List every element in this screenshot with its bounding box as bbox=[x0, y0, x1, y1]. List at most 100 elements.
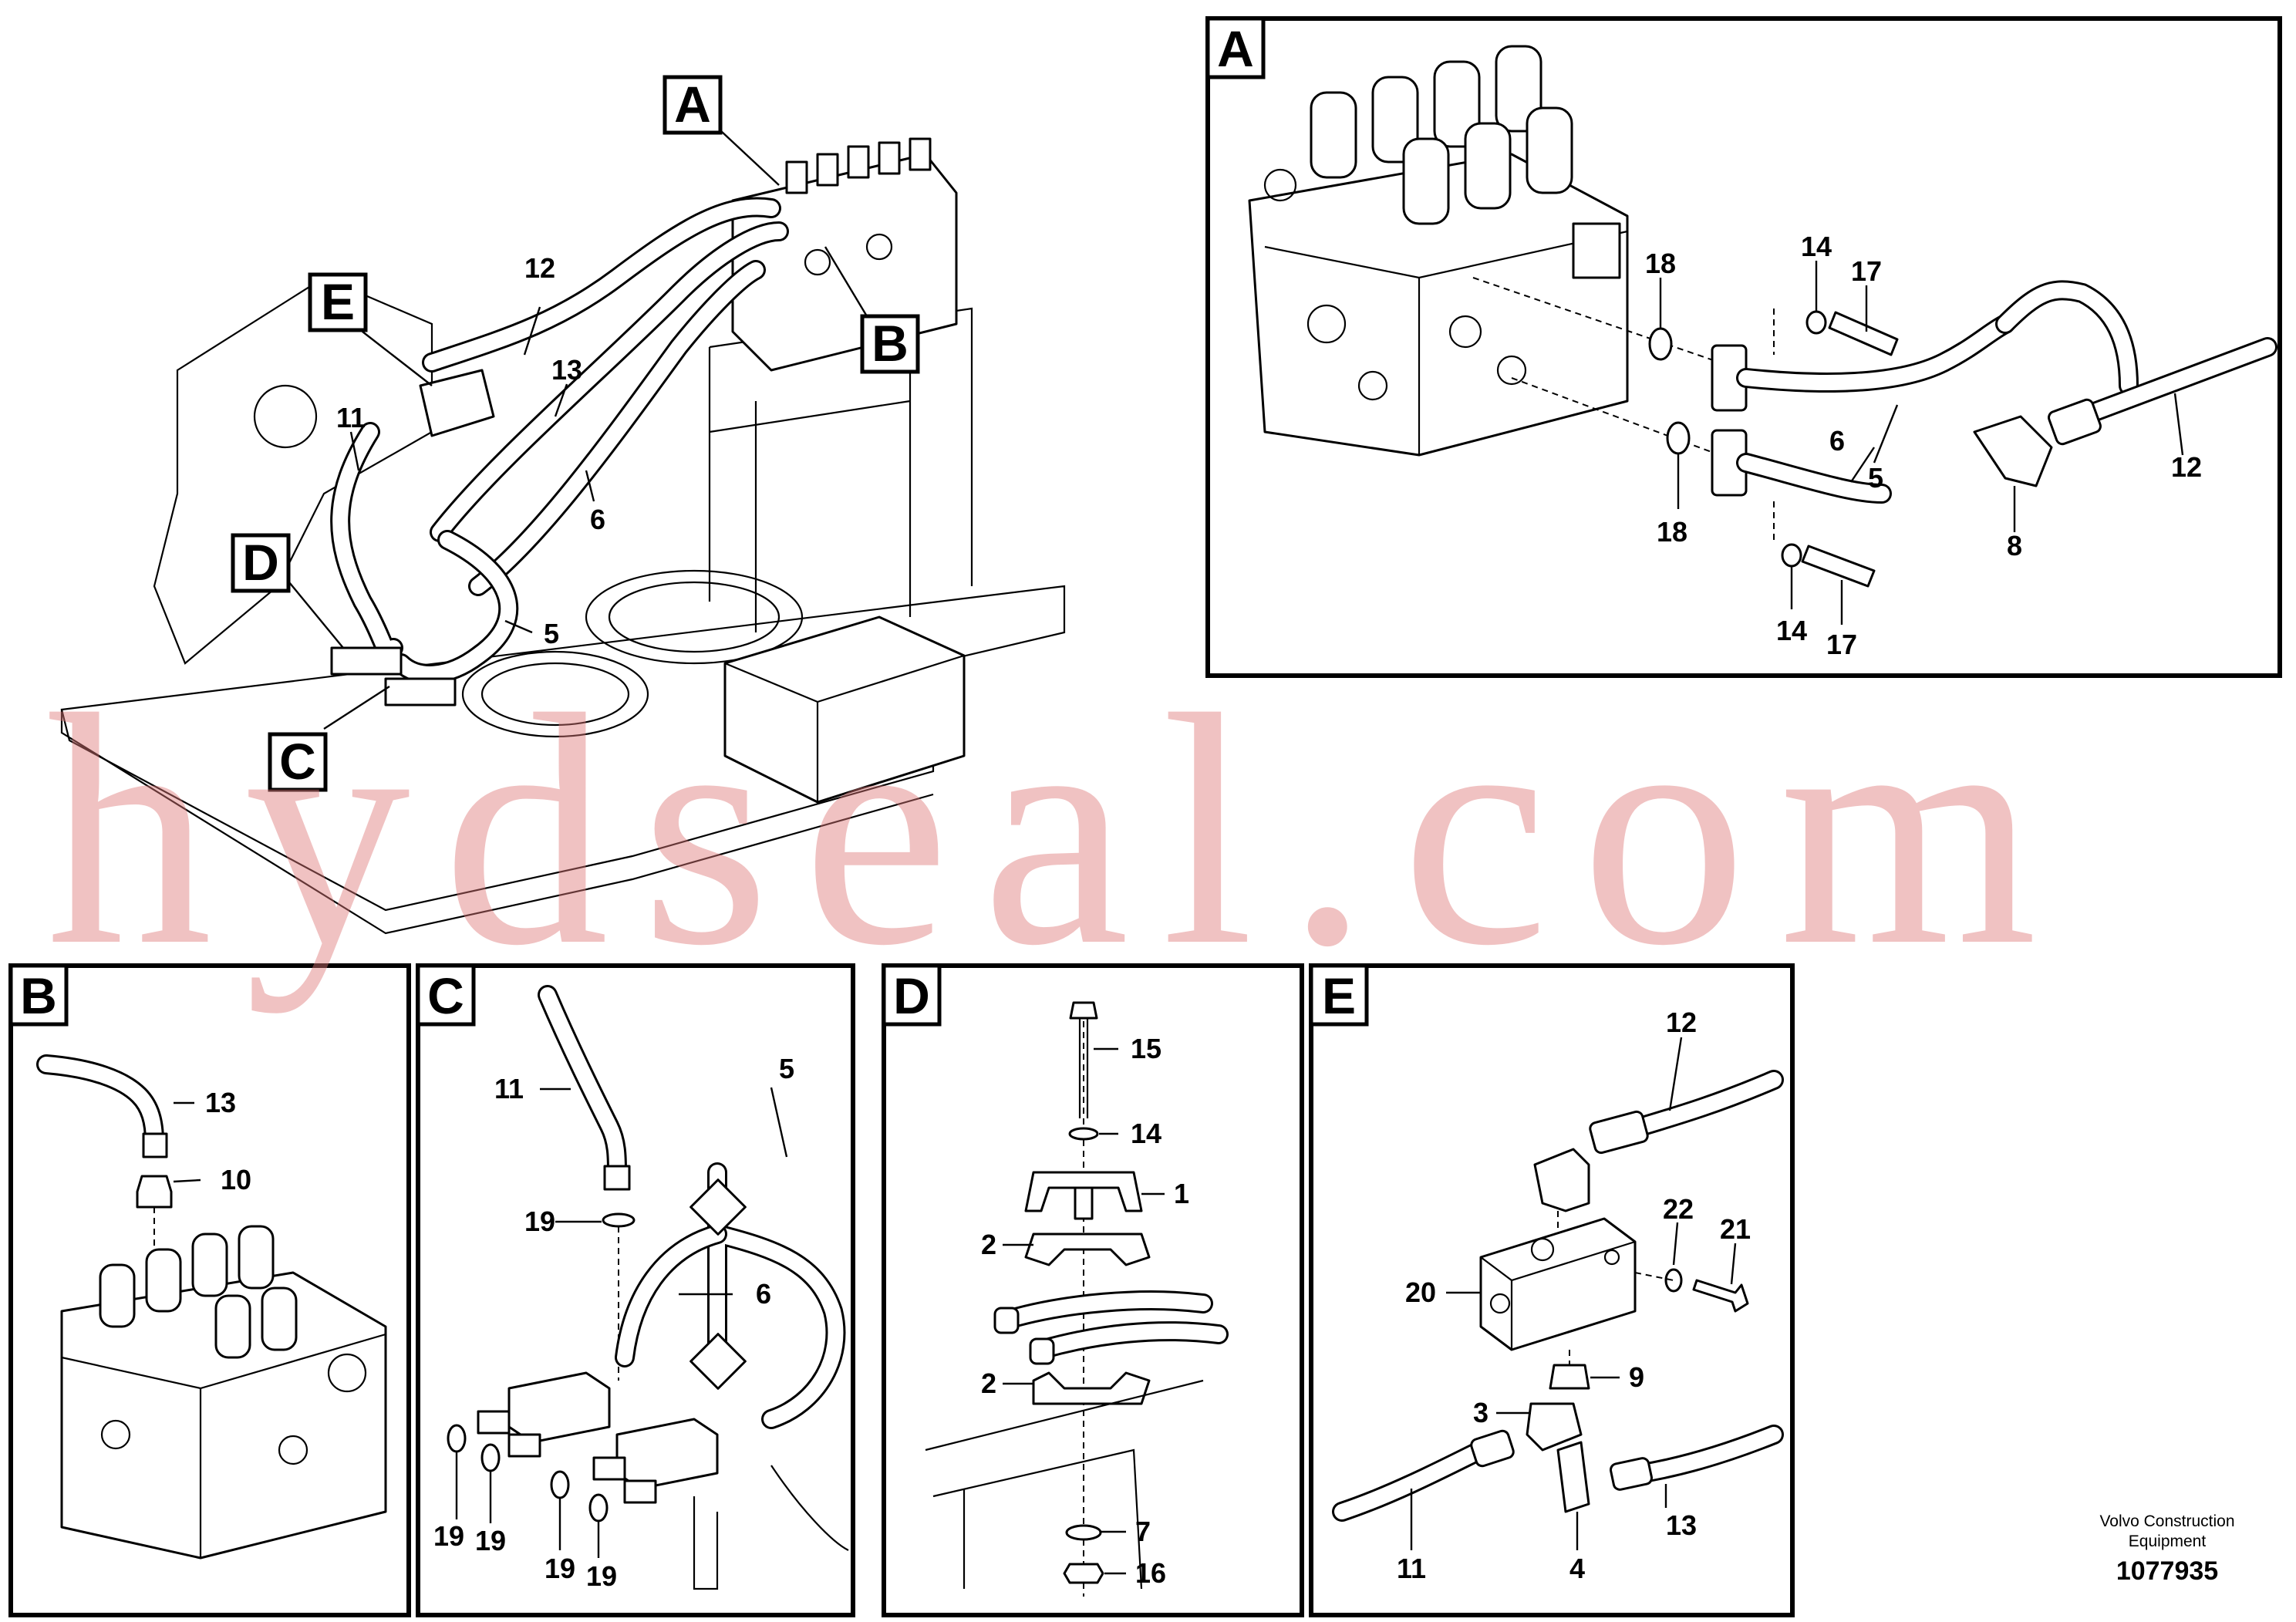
d-label-15: 15 bbox=[1131, 1033, 1161, 1064]
label-6: 6 bbox=[590, 504, 605, 535]
boom-mount-plate bbox=[153, 276, 433, 665]
leader-e-22 bbox=[1672, 1222, 1679, 1266]
detail-a: A bbox=[1205, 16, 2282, 678]
a-label-18-lower: 18 bbox=[1657, 516, 1687, 548]
d-nut-16 bbox=[1063, 1563, 1104, 1584]
detail-c: C 11 5 19 6 bbox=[416, 963, 855, 1617]
control-valve-b bbox=[60, 1225, 387, 1560]
e-bolt-21 bbox=[1692, 1279, 1749, 1313]
detail-e-frame bbox=[1309, 963, 1795, 1617]
svg-text:E: E bbox=[1322, 967, 1356, 1024]
d-spacer bbox=[1074, 1186, 1094, 1220]
b-label-10: 10 bbox=[221, 1164, 251, 1195]
leader-12 bbox=[523, 306, 541, 356]
c-hose-fitting bbox=[603, 1165, 631, 1191]
swing-ring-inner bbox=[608, 581, 781, 653]
detail-e: E bbox=[1309, 963, 1795, 1617]
d-label-2-lower: 2 bbox=[981, 1367, 996, 1399]
detail-b: B 13 10 bbox=[8, 963, 411, 1617]
centerline-a-upper bbox=[1472, 277, 1721, 363]
svg-text:B: B bbox=[872, 315, 909, 372]
detail-b-frame bbox=[8, 963, 411, 1617]
d-label-7: 7 bbox=[1135, 1516, 1151, 1547]
washer-14-lower bbox=[1781, 543, 1802, 568]
c-label-19-top: 19 bbox=[524, 1206, 555, 1237]
detail-e-tag bbox=[1309, 963, 1369, 1027]
e-label-11: 11 bbox=[1397, 1553, 1426, 1584]
d-washer-7 bbox=[1065, 1524, 1102, 1541]
detail-c-frame bbox=[416, 963, 855, 1617]
b-fitting-10 bbox=[136, 1175, 173, 1209]
a-label-17-upper: 17 bbox=[1851, 255, 1882, 287]
c-o-ring-19-c bbox=[550, 1470, 570, 1499]
elbow-8 bbox=[1973, 415, 2053, 487]
c-tee-upper bbox=[689, 1179, 747, 1236]
leader-5 bbox=[504, 619, 533, 634]
e-label-9: 9 bbox=[1629, 1361, 1644, 1393]
svg-text:D: D bbox=[893, 967, 930, 1024]
e-label-22: 22 bbox=[1663, 1193, 1694, 1225]
d-clamp-half-2-upper bbox=[1024, 1233, 1151, 1266]
detail-c-tag bbox=[416, 963, 476, 1027]
e-elbow-top bbox=[1533, 1148, 1590, 1212]
a-label-6: 6 bbox=[1829, 425, 1845, 457]
callout-c: C bbox=[268, 732, 328, 792]
e-elbow-4 bbox=[1556, 1441, 1590, 1513]
b-hose-fitting bbox=[142, 1132, 168, 1158]
label-12: 12 bbox=[524, 252, 555, 284]
c-label-5: 5 bbox=[779, 1053, 794, 1084]
leader-a-12 bbox=[2173, 393, 2184, 456]
bolt-17-lower bbox=[1801, 545, 1876, 588]
e-valve-block-20 bbox=[1479, 1217, 1637, 1351]
detail-d-frame bbox=[882, 963, 1304, 1617]
e-label-3: 3 bbox=[1473, 1397, 1489, 1428]
swivel-ring-outer bbox=[461, 650, 649, 738]
d-clamp-half-2-lower bbox=[1032, 1371, 1151, 1405]
washer-14-upper bbox=[1805, 310, 1827, 335]
a-label-8: 8 bbox=[2007, 530, 2022, 561]
c-o-ring-19-top bbox=[602, 1212, 636, 1228]
e-centerline-bolt bbox=[1634, 1272, 1674, 1281]
o-ring-18-upper bbox=[1648, 327, 1673, 361]
d-label-2-upper: 2 bbox=[981, 1229, 996, 1260]
c-adapter-4 bbox=[623, 1479, 657, 1504]
watermark: hydseal.com bbox=[46, 647, 2070, 1014]
detail-d-tag bbox=[882, 963, 942, 1027]
callout-b: B bbox=[860, 314, 920, 374]
c-adapter-3 bbox=[592, 1456, 626, 1481]
a-label-14-upper: 14 bbox=[1801, 231, 1832, 262]
d-tube-fitting-upper bbox=[993, 1307, 1020, 1334]
e-tee-3 bbox=[1526, 1402, 1583, 1452]
swing-ring-outer bbox=[585, 569, 804, 665]
d-label-14: 14 bbox=[1131, 1118, 1161, 1149]
a-label-5: 5 bbox=[1868, 462, 1883, 494]
leader-a-6 bbox=[1850, 447, 1875, 483]
d-bolt-head-15 bbox=[1069, 1001, 1098, 1020]
leader-d bbox=[288, 582, 344, 649]
valve-support-stand bbox=[708, 307, 973, 632]
d-clamp-plate-1 bbox=[1024, 1171, 1143, 1212]
e-hose-12-fitting bbox=[1589, 1110, 1649, 1155]
e-label-20: 20 bbox=[1405, 1276, 1436, 1308]
brand-line-2: Equipment bbox=[2128, 1533, 2207, 1550]
svg-text:A: A bbox=[1217, 20, 1254, 77]
c-label-19-d: 19 bbox=[586, 1560, 617, 1592]
c-adapter-2 bbox=[507, 1433, 541, 1458]
leader-c bbox=[323, 685, 390, 730]
a-label-14-lower: 14 bbox=[1776, 615, 1807, 646]
box-bracket bbox=[723, 615, 966, 804]
svg-text:E: E bbox=[321, 273, 355, 330]
detail-d: D 15 14 1 2 2 bbox=[882, 963, 1304, 1617]
upper-frame-plate bbox=[60, 585, 1066, 912]
c-label-11: 11 bbox=[494, 1073, 524, 1104]
upper-frame-edge bbox=[60, 710, 934, 935]
c-block-lower bbox=[615, 1418, 719, 1490]
c-block-upper bbox=[507, 1371, 611, 1444]
d-washer-14 bbox=[1068, 1127, 1099, 1141]
leader-6 bbox=[585, 470, 595, 502]
label-5: 5 bbox=[544, 618, 559, 649]
e-label-4: 4 bbox=[1569, 1553, 1585, 1584]
leader-e bbox=[362, 331, 433, 386]
e-hose-11-fitting bbox=[1470, 1429, 1515, 1468]
label-11: 11 bbox=[336, 402, 366, 433]
